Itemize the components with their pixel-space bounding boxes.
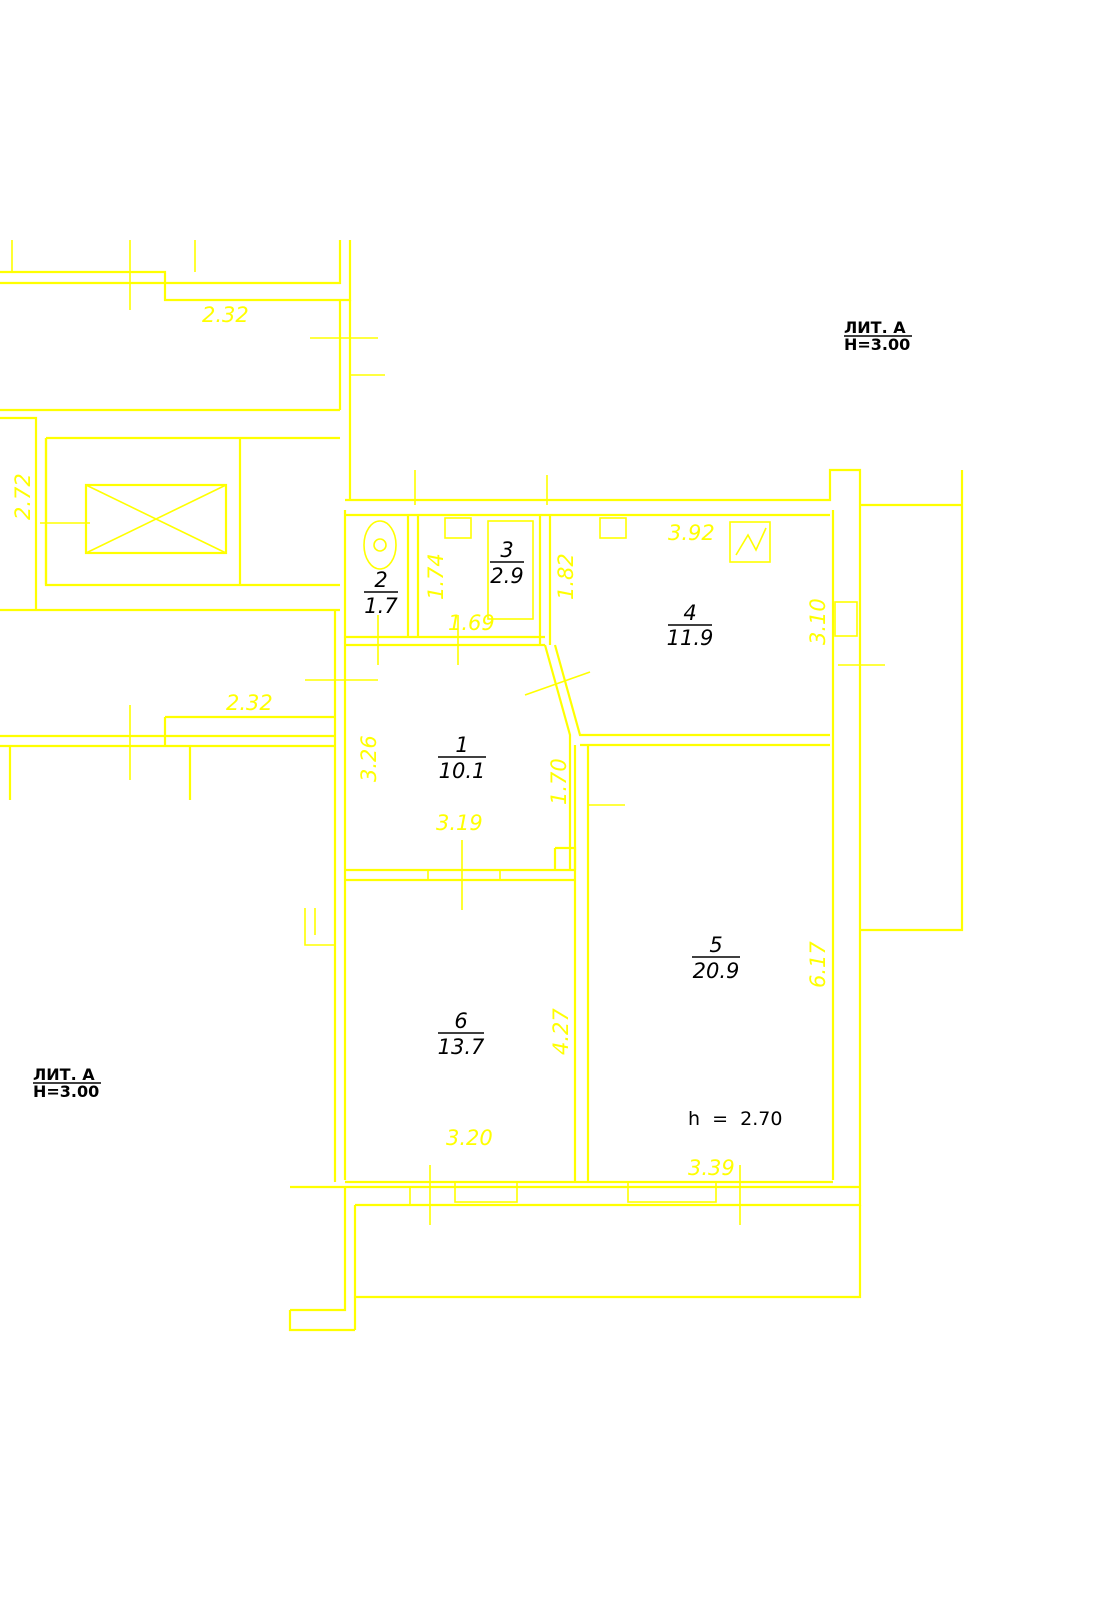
lit-label-top: ЛИТ. А Н=3.00	[844, 318, 912, 354]
room-area: 20.9	[693, 959, 740, 983]
stove-mark	[735, 527, 767, 556]
dim-tick-apartment	[414, 470, 885, 666]
wall-top-corridor	[0, 240, 352, 302]
room-label-6: 6 13.7	[438, 1009, 485, 1059]
room-area: 13.7	[438, 1035, 485, 1059]
room-number: 5	[709, 933, 722, 957]
dim-kitchen-depth: 3.10	[806, 598, 830, 645]
lit-name: ЛИТ. А	[844, 318, 906, 337]
dim-tick-hall	[377, 615, 625, 910]
stove	[729, 521, 771, 563]
lit-name: ЛИТ. А	[33, 1065, 95, 1084]
dim-hall-depth: 3.26	[357, 735, 381, 782]
toilet-bowl	[373, 538, 387, 552]
dim-bath-width: 1.69	[448, 611, 495, 635]
room-area: 2.9	[490, 564, 523, 588]
lit-label-left: ЛИТ. А Н=3.00	[33, 1065, 101, 1101]
dim-wc-depth: 1.74	[424, 553, 448, 600]
room-number: 2	[374, 568, 387, 592]
room-label-1: 1 10.1	[438, 733, 486, 783]
wall-hall-kitchen	[543, 644, 830, 1182]
room-label-2: 2 1.7	[364, 568, 398, 618]
wall-hall-bottom	[345, 846, 577, 882]
door-swing-kitchen	[524, 671, 591, 696]
balcony-right	[860, 470, 964, 932]
room-area: 1.7	[364, 594, 398, 618]
room-number: 1	[455, 733, 468, 757]
elevator-shaft	[44, 438, 242, 585]
window-right	[834, 601, 858, 637]
room-area: 11.9	[667, 626, 714, 650]
bathtub	[487, 520, 534, 620]
dim-kitchen-width: 3.92	[668, 521, 715, 545]
wall-bottom-corridor	[0, 715, 335, 800]
loggia	[288, 1187, 862, 1332]
plan-walls	[0, 240, 964, 1332]
lit-height: Н=3.00	[844, 335, 910, 354]
lit-height: Н=3.00	[33, 1082, 99, 1101]
ceiling-height-label: h = 2.70	[688, 1108, 782, 1130]
dim-tick-right	[310, 337, 385, 376]
dim-tick-bottom	[129, 679, 378, 780]
dim-corridor-top: 2.32	[202, 303, 249, 327]
wall-bottom	[290, 1180, 860, 1207]
room-number: 6	[454, 1009, 467, 1033]
dim-room6-depth: 4.27	[549, 1008, 573, 1055]
dim-stair-depth: 2.72	[11, 473, 35, 520]
room-label-5: 5 20.9	[692, 933, 740, 983]
room-label-3: 3 2.9	[490, 538, 524, 588]
dim-room5-width: 3.39	[688, 1156, 735, 1180]
dim-room6-width: 3.20	[446, 1126, 493, 1150]
elevator-cross	[85, 484, 227, 554]
stair-block	[0, 408, 340, 612]
wall-apartment-outer	[333, 468, 862, 1207]
window-room6	[454, 1181, 518, 1203]
dim-hall-recess: 1.70	[547, 758, 571, 805]
toilet	[363, 520, 397, 570]
dim-tick-window	[409, 1165, 741, 1225]
dim-tick-top	[11, 240, 196, 310]
dim-room5-depth: 6.17	[806, 941, 830, 988]
dim-hall-width: 3.19	[436, 811, 483, 835]
wall-wet-rooms	[345, 513, 830, 647]
dim-bath-depth: 1.82	[554, 553, 578, 600]
room-label-4: 4 11.9	[667, 601, 714, 650]
elevator-cabin	[84, 483, 228, 555]
window-room5	[627, 1181, 717, 1203]
bath-fixture	[444, 517, 472, 539]
room-area: 10.1	[439, 759, 486, 783]
wall-corridor-right	[338, 300, 352, 500]
room-number: 3	[500, 538, 513, 562]
kitchen-fixture	[599, 517, 627, 539]
dim-corridor-bottom: 2.32	[226, 691, 273, 715]
stub-left	[304, 908, 335, 946]
room-number: 4	[683, 601, 696, 625]
